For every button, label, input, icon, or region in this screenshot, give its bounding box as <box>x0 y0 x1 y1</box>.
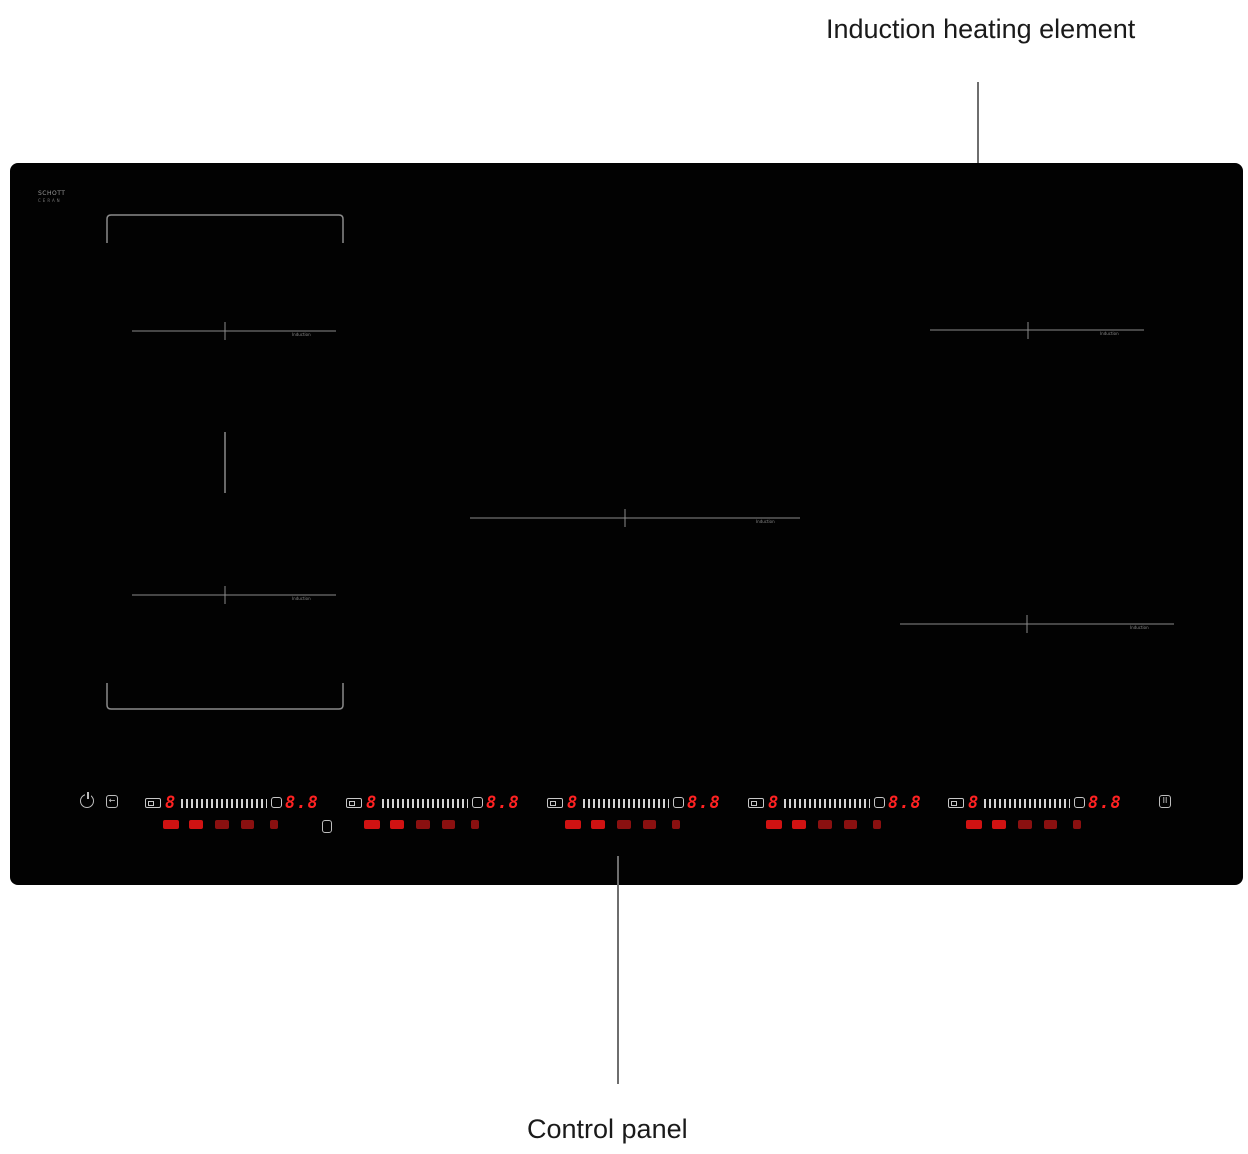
brand-logo-sub: CERAN <box>38 198 62 203</box>
power-slider[interactable] <box>583 799 669 808</box>
keep-warm-icon[interactable] <box>792 820 806 829</box>
pause-icon[interactable]: II <box>1159 795 1171 808</box>
zone-select-icon[interactable] <box>547 798 563 808</box>
lock-icon[interactable]: ← <box>106 795 118 808</box>
timer-icon[interactable] <box>271 797 282 808</box>
simmer-icon[interactable] <box>818 820 832 829</box>
flex-zone-bottom-bracket <box>106 683 344 710</box>
timer-icon[interactable] <box>1074 797 1085 808</box>
power-level-display: 8 <box>567 793 578 813</box>
timer-icon[interactable] <box>673 797 684 808</box>
stop-go-icon[interactable] <box>1073 820 1081 829</box>
pot-icon[interactable] <box>1044 820 1057 829</box>
pot-icon[interactable] <box>241 820 254 829</box>
induction-heating-element-label: Induction heating element <box>826 14 1136 44</box>
stop-go-icon[interactable] <box>672 820 680 829</box>
pot-icon[interactable] <box>643 820 656 829</box>
power-level-display: 8 <box>165 793 176 813</box>
simmer-icon[interactable] <box>617 820 631 829</box>
zone-control-4: 8 8.8 <box>748 793 923 835</box>
power-level-display: 8 <box>366 793 377 813</box>
power-level-display: 8 <box>768 793 779 813</box>
zone-select-icon[interactable] <box>346 798 362 808</box>
zone-control-5: 8 8.8 <box>948 793 1123 835</box>
function-buttons <box>364 820 504 832</box>
bridge-icon[interactable] <box>322 820 332 833</box>
zone-control-3: 8 8.8 <box>547 793 722 835</box>
cooking-zone-markings <box>106 214 1174 710</box>
function-buttons <box>565 820 705 832</box>
flex-zone-top-bracket <box>106 214 344 243</box>
keep-warm-icon[interactable] <box>189 820 203 829</box>
zone-right-top-caption: Induction <box>1100 331 1119 336</box>
zone-select-icon[interactable] <box>948 798 964 808</box>
keep-warm-icon[interactable] <box>992 820 1006 829</box>
zone-select-icon[interactable] <box>145 798 161 808</box>
brand-logo: SCHOTT <box>38 190 66 197</box>
control-panel-label: Control panel <box>527 1114 688 1144</box>
pot-icon[interactable] <box>442 820 455 829</box>
timer-display: 8.8 <box>285 793 319 813</box>
power-icon[interactable] <box>80 792 94 808</box>
timer-icon[interactable] <box>874 797 885 808</box>
zone-left-top-caption: Induction <box>292 332 311 337</box>
boost-icon[interactable] <box>565 820 581 829</box>
keep-warm-icon[interactable] <box>390 820 404 829</box>
timer-display: 8.8 <box>486 793 520 813</box>
boost-icon[interactable] <box>766 820 782 829</box>
simmer-icon[interactable] <box>416 820 430 829</box>
pot-icon[interactable] <box>844 820 857 829</box>
power-slider[interactable] <box>984 799 1070 808</box>
cooktop-surface: SCHOTT CERAN Induction Induction Inducti… <box>10 163 1243 885</box>
power-slider[interactable] <box>181 799 267 808</box>
zone-right-bottom-caption: Induction <box>1130 625 1149 630</box>
timer-display: 8.8 <box>1088 793 1122 813</box>
timer-display: 8.8 <box>888 793 922 813</box>
zone-control-1: 8 8.8 <box>145 793 320 835</box>
function-buttons <box>163 820 303 832</box>
stop-go-icon[interactable] <box>270 820 278 829</box>
control-panel-leader-line <box>617 856 619 1084</box>
zone-control-2: 8 8.8 <box>346 793 521 835</box>
power-slider[interactable] <box>784 799 870 808</box>
boost-icon[interactable] <box>163 820 179 829</box>
boost-icon[interactable] <box>966 820 982 829</box>
function-buttons <box>966 820 1106 832</box>
power-level-display: 8 <box>968 793 979 813</box>
simmer-icon[interactable] <box>215 820 229 829</box>
zone-select-icon[interactable] <box>748 798 764 808</box>
zone-center-caption: Induction <box>756 519 775 524</box>
timer-icon[interactable] <box>472 797 483 808</box>
power-slider[interactable] <box>382 799 468 808</box>
boost-icon[interactable] <box>364 820 380 829</box>
timer-display: 8.8 <box>687 793 721 813</box>
keep-warm-icon[interactable] <box>591 820 605 829</box>
zone-left-bottom-caption: Induction <box>292 596 311 601</box>
function-buttons <box>766 820 906 832</box>
simmer-icon[interactable] <box>1018 820 1032 829</box>
stop-go-icon[interactable] <box>471 820 479 829</box>
stop-go-icon[interactable] <box>873 820 881 829</box>
